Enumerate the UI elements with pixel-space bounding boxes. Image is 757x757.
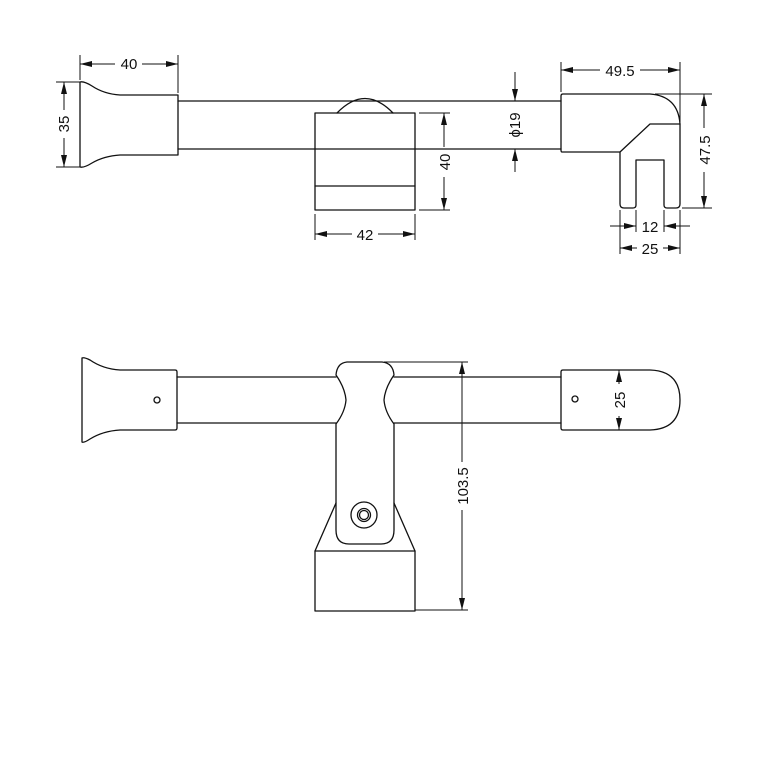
dim-slot-width: 12 bbox=[642, 219, 659, 236]
top-left-end-cap bbox=[81, 357, 178, 443]
dim-clamp-block-width: 42 bbox=[357, 227, 374, 244]
top-right-end-cap bbox=[560, 369, 681, 431]
bolt-head-outer bbox=[350, 501, 378, 529]
clamp-base-block bbox=[314, 550, 416, 612]
front-view bbox=[79, 81, 681, 211]
dim-end-cap-length: 40 bbox=[121, 56, 138, 73]
right-elbow bbox=[560, 93, 681, 209]
front-view-dimensions: 40 35 40 42 ϕ19 bbox=[56, 55, 714, 258]
left-end-cap bbox=[79, 81, 179, 168]
clamp-dome bbox=[336, 98, 394, 114]
clamp-block bbox=[314, 112, 416, 211]
top-view-dimensions: 25 103.5 bbox=[384, 361, 629, 611]
dim-top-end-cap-width: 25 bbox=[612, 392, 629, 409]
dim-clamp-block-height: 40 bbox=[437, 154, 454, 171]
elbow-chamfer bbox=[619, 123, 681, 153]
center-clamp-body bbox=[335, 361, 395, 545]
dim-elbow-height: 47.5 bbox=[697, 135, 714, 164]
dim-elbow-length: 49.5 bbox=[605, 63, 634, 80]
dim-end-cap-height: 35 bbox=[56, 116, 73, 133]
dim-overall-height: 103.5 bbox=[455, 467, 472, 505]
bolt-head-inner bbox=[356, 507, 372, 523]
dim-tube-diameter: ϕ19 bbox=[507, 112, 524, 137]
top-view bbox=[81, 357, 681, 612]
left-cap-screw-hole bbox=[153, 396, 161, 404]
clamp-base-taper bbox=[314, 502, 416, 552]
dim-leg-width: 25 bbox=[642, 241, 659, 258]
bolt-socket bbox=[358, 509, 370, 521]
right-cap-screw-hole bbox=[571, 395, 579, 403]
